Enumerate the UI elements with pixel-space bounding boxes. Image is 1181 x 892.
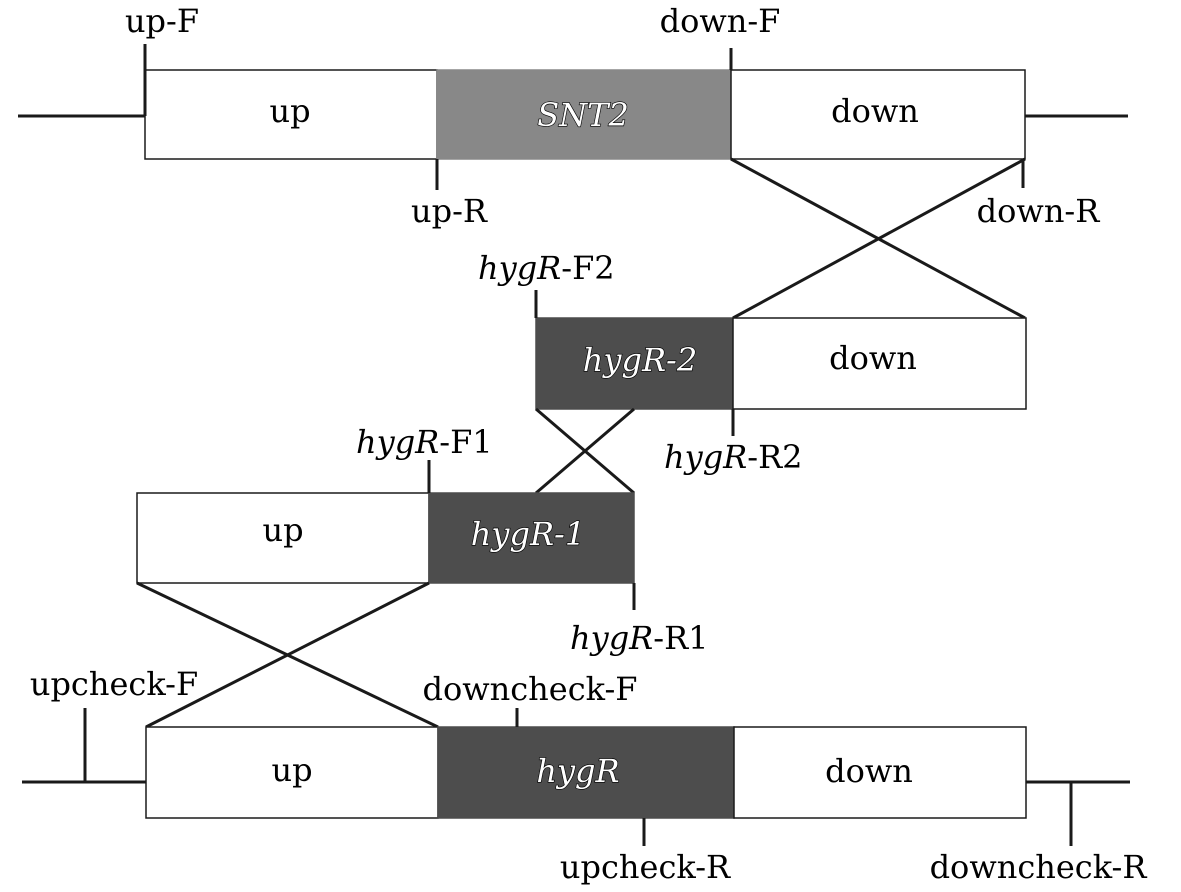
down-r-primer-label: down-R	[977, 192, 1101, 230]
up-region-label: up	[269, 92, 310, 130]
up-label-mutant: up	[271, 751, 312, 789]
hygr2-label: hygR-2	[583, 341, 697, 379]
crossover-down	[730, 157, 1026, 320]
up-box-1	[136, 492, 430, 584]
crossover-hygr	[535, 407, 635, 495]
snt2-gene-box	[436, 69, 732, 160]
down-label-mutant: down	[825, 752, 913, 790]
snt2-gene-label: SNT2	[537, 96, 629, 134]
down-box-2	[732, 317, 1027, 410]
down-region-label: down	[831, 92, 919, 130]
hygr1-box	[428, 492, 635, 584]
down-box-mutant	[733, 726, 1027, 819]
up-label-1: up	[262, 511, 303, 549]
hygr-label-mutant: hygR	[536, 752, 619, 790]
hygr-f2-primer-label: hygR-F2	[478, 249, 615, 287]
hygr-r2-primer-label: hygR-R2	[664, 438, 803, 476]
down-region-box	[730, 69, 1026, 160]
mutant-locus: up hygR down upcheck-F downcheck-F upche…	[22, 665, 1147, 886]
up-r-primer-label: up-R	[411, 192, 488, 230]
downcheck-r-primer-label: downcheck-R	[930, 848, 1148, 886]
crossover-line-d	[535, 407, 635, 495]
hygr-r1-primer-label: hygR-R1	[570, 619, 709, 657]
downcheck-f-primer-label: downcheck-F	[423, 670, 638, 708]
hygr-box-mutant	[437, 726, 735, 819]
crossover-line-b	[732, 157, 1026, 320]
crossover-up	[136, 581, 439, 729]
fragment-hygr2-down: hygR-2 down hygR-F2 hygR-R2	[478, 249, 1027, 476]
upcheck-f-primer-label: upcheck-F	[30, 665, 198, 703]
up-box-mutant	[145, 726, 439, 819]
crossover-line-f	[145, 581, 430, 729]
down-f-primer-label: down-F	[660, 2, 781, 40]
hygr-f1-primer-label: hygR-F1	[356, 423, 493, 461]
hygr1-label: hygR-1	[471, 515, 585, 553]
fragment-up-hygr1: up hygR-1 hygR-F1 hygR-R1	[136, 423, 709, 657]
wildtype-locus: up SNT2 down up-F up-R down-F down-R	[18, 2, 1128, 230]
upcheck-r-primer-label: upcheck-R	[560, 848, 731, 886]
down-label-2: down	[829, 339, 917, 377]
up-f-primer-label: up-F	[125, 2, 199, 40]
